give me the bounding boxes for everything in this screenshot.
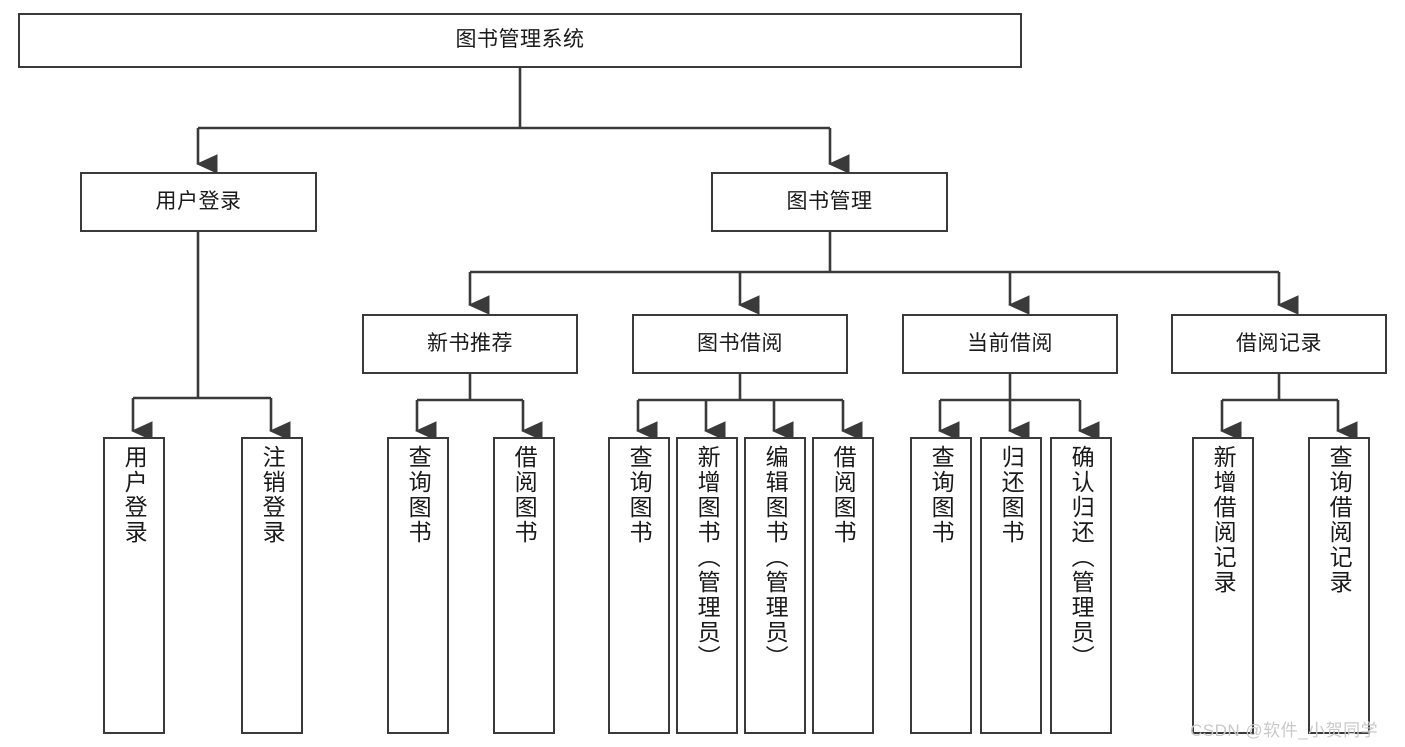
leaf-book-borrow-1[interactable]: 新增图书（管理员） (676, 437, 738, 734)
node-book-management-label: 图书管理 (786, 189, 873, 213)
node-current-borrow[interactable]: 当前借阅 (902, 314, 1118, 374)
leaf-new-book-1-label: 借阅图书 (511, 445, 538, 545)
leaf-book-borrow-3[interactable]: 借阅图书 (812, 437, 874, 734)
leaf-borrow-record-0-label: 新增借阅记录 (1210, 445, 1237, 595)
leaf-new-book-0-label: 查询图书 (405, 445, 432, 545)
leaf-book-borrow-0-label: 查询图书 (626, 445, 653, 545)
leaf-borrow-record-1[interactable]: 查询借阅记录 (1308, 437, 1370, 734)
leaf-new-book-1[interactable]: 借阅图书 (493, 437, 555, 734)
leaf-current-borrow-0[interactable]: 查询图书 (910, 437, 972, 734)
leaf-current-borrow-2[interactable]: 确认归还（管理员） (1050, 437, 1112, 734)
leaf-user-login-0[interactable]: 用户登录 (103, 437, 165, 734)
leaf-current-borrow-2-label: 确认归还（管理员） (1068, 445, 1095, 670)
leaf-book-borrow-1-label: 新增图书（管理员） (694, 445, 721, 670)
leaf-current-borrow-0-label: 查询图书 (928, 445, 955, 545)
node-book-borrow[interactable]: 图书借阅 (632, 314, 848, 374)
leaf-borrow-record-1-label: 查询借阅记录 (1326, 445, 1353, 595)
node-borrow-record-label: 借阅记录 (1236, 331, 1322, 355)
node-book-management[interactable]: 图书管理 (711, 172, 948, 232)
node-user-login-label: 用户登录 (155, 189, 242, 213)
leaf-book-borrow-0[interactable]: 查询图书 (608, 437, 670, 734)
leaf-user-login-0-label: 用户登录 (121, 445, 148, 545)
leaf-book-borrow-3-label: 借阅图书 (830, 445, 857, 545)
leaf-user-login-1[interactable]: 注销登录 (241, 437, 303, 734)
node-root-label: 图书管理系统 (455, 28, 585, 52)
node-user-login[interactable]: 用户登录 (80, 172, 317, 232)
leaf-new-book-0[interactable]: 查询图书 (387, 437, 449, 734)
leaf-book-borrow-2-label: 编辑图书（管理员） (762, 445, 789, 670)
node-current-borrow-label: 当前借阅 (967, 331, 1053, 355)
node-borrow-record[interactable]: 借阅记录 (1171, 314, 1387, 374)
leaf-current-borrow-1[interactable]: 归还图书 (980, 437, 1042, 734)
leaf-current-borrow-1-label: 归还图书 (998, 445, 1025, 545)
leaf-borrow-record-0[interactable]: 新增借阅记录 (1192, 437, 1254, 734)
node-new-book-recommend[interactable]: 新书推荐 (362, 314, 578, 374)
csdn-watermark: CSDN @软件_小贺同学 (1190, 721, 1379, 740)
node-new-book-recommend-label: 新书推荐 (427, 331, 513, 355)
node-book-borrow-label: 图书借阅 (697, 331, 783, 355)
node-root[interactable]: 图书管理系统 (18, 13, 1022, 68)
leaf-user-login-1-label: 注销登录 (259, 445, 286, 545)
leaf-book-borrow-2[interactable]: 编辑图书（管理员） (744, 437, 806, 734)
